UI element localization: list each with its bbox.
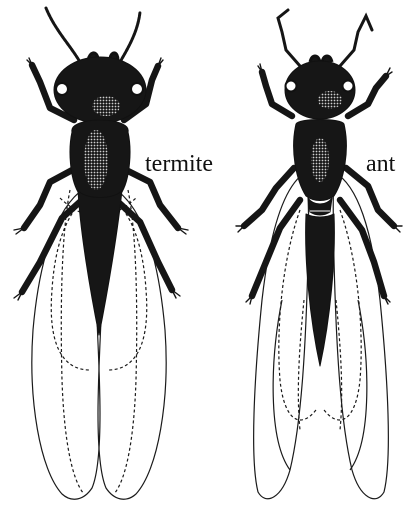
termite-thorax-stipple <box>84 130 108 190</box>
ant-wing-left-edge <box>273 300 290 470</box>
termite-label: termite <box>145 151 213 177</box>
termite-wing-right-rear-outer <box>114 190 137 494</box>
ant-abdomen <box>306 214 335 366</box>
ant-label: ant <box>366 151 396 177</box>
termite-leg-mid-left <box>24 168 76 228</box>
ant-antenna-left <box>278 10 300 66</box>
ant-wing-right-edge <box>350 300 367 470</box>
termite-leg-mid-right <box>122 168 178 228</box>
ant-figure: ant <box>236 10 402 499</box>
termite-figure: termite <box>14 8 213 499</box>
ant-leg-hind-right <box>340 200 384 296</box>
ant-antenna-right <box>340 16 372 66</box>
ant-thorax-stipple <box>311 138 329 182</box>
termite-antenna-left <box>46 8 80 62</box>
ant-eye-right <box>343 81 354 92</box>
termite-head-stipple <box>92 96 120 116</box>
termite-antenna-right <box>120 12 140 62</box>
termite-wing-left-rear-outer <box>61 190 84 494</box>
termite-eye-right <box>131 83 143 95</box>
termite-abdomen <box>78 190 122 335</box>
ant-eye-left <box>286 81 297 92</box>
ant-head-stipple <box>318 91 342 109</box>
termite-eye-left <box>56 83 68 95</box>
